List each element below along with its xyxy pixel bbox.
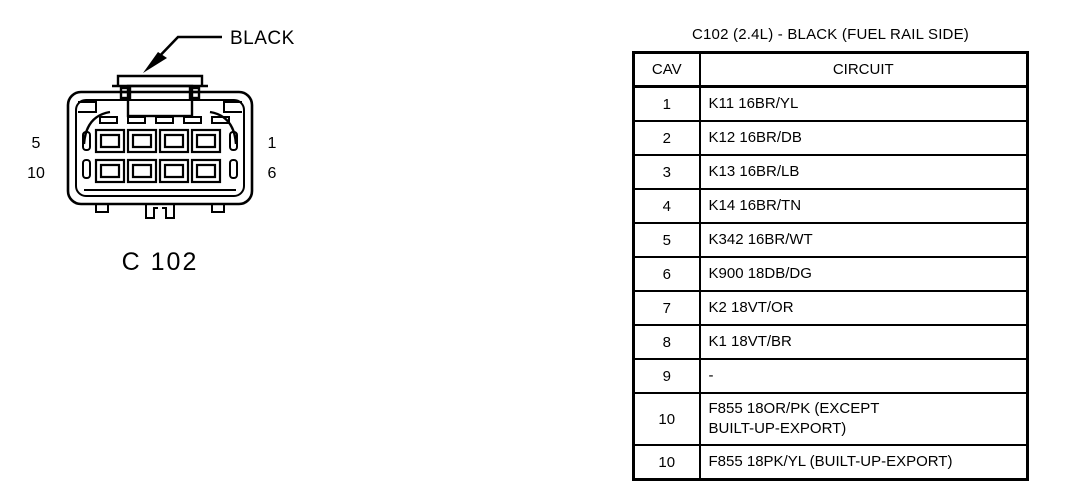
table-row: 2 K12 16BR/DB — [632, 120, 1029, 156]
table-row: 3 K13 16BR/LB — [632, 154, 1029, 190]
cell-circuit: F855 18OR/PK (EXCEPT BUILT-UP-EXPORT) — [698, 392, 1029, 446]
table-row: 10 F855 18OR/PK (EXCEPT BUILT-UP-EXPORT) — [632, 392, 1029, 446]
column-header-cav: CAV — [632, 51, 701, 88]
cavity-row-top — [94, 128, 222, 154]
cell-cav: 6 — [632, 256, 701, 292]
table-row: 4 K14 16BR/TN — [632, 188, 1029, 224]
cavity — [126, 158, 158, 184]
connector-outer-shell — [66, 90, 254, 206]
pin-label-bottom-left: 10 — [27, 165, 45, 182]
table-row: 7 K2 18VT/OR — [632, 290, 1029, 326]
cell-cav: 8 — [632, 324, 701, 360]
cell-cav: 2 — [632, 120, 701, 156]
cell-cav: 10 — [632, 392, 701, 446]
cell-circuit: K11 16BR/YL — [698, 85, 1029, 122]
connector-side-rails — [82, 131, 238, 179]
connector-vent-slots — [99, 116, 230, 124]
table-row: 5 K342 16BR/WT — [632, 222, 1029, 258]
cavity — [190, 128, 222, 154]
pin-label-top-right: 1 — [268, 135, 277, 152]
cavity — [94, 158, 126, 184]
cell-cav: 1 — [632, 85, 701, 122]
table-row: 6 K900 18DB/DG — [632, 256, 1029, 292]
cell-cav: 4 — [632, 188, 701, 224]
connector-base-tabs — [95, 204, 225, 219]
connector-inner-wall — [75, 99, 245, 197]
cavity — [190, 158, 222, 184]
pin-label-bottom-right: 6 — [268, 165, 277, 182]
cell-circuit: F855 18PK/YL (BUILT-UP-EXPORT) — [698, 444, 1029, 481]
table-title: C102 (2.4L) - BLACK (FUEL RAIL SIDE) — [691, 26, 969, 43]
cell-circuit: K13 16BR/LB — [698, 154, 1029, 190]
cell-cav: 3 — [632, 154, 701, 190]
cell-circuit-line-1: F855 18OR/PK (EXCEPT — [708, 400, 880, 418]
cavity — [126, 128, 158, 154]
table-row: 8 K1 18VT/BR — [632, 324, 1029, 360]
table-row: 10 F855 18PK/YL (BUILT-UP-EXPORT) — [632, 444, 1029, 481]
cell-circuit: - — [698, 358, 1029, 394]
black-callout-label: BLACK — [230, 28, 295, 49]
connector-caption: C 102 — [122, 248, 199, 276]
cell-circuit: K2 18VT/OR — [698, 290, 1029, 326]
connector-corner-notches — [78, 101, 242, 113]
cavity — [158, 128, 190, 154]
cell-cav: 9 — [632, 358, 701, 394]
column-header-circuit: CIRCUIT — [698, 51, 1029, 88]
pinout-panel: C102 (2.4L) - BLACK (FUEL RAIL SIDE) CAV… — [632, 26, 1029, 481]
cell-circuit: K342 16BR/WT — [698, 222, 1029, 258]
pinout-table: CAV CIRCUIT 1 K11 16BR/YL 2 K12 16BR/DB … — [632, 51, 1029, 481]
table-header-row: CAV CIRCUIT — [632, 51, 1029, 88]
cell-circuit-line-2: BUILT-UP-EXPORT) — [708, 420, 847, 437]
cell-circuit: K14 16BR/TN — [698, 188, 1029, 224]
cavity — [158, 158, 190, 184]
table-row: 9 - — [632, 358, 1029, 394]
cell-cav: 5 — [632, 222, 701, 258]
black-callout-leader — [143, 35, 222, 73]
cell-circuit: K12 16BR/DB — [698, 120, 1029, 156]
cell-circuit: K900 18DB/DG — [698, 256, 1029, 292]
cell-cav: 10 — [632, 444, 701, 481]
cell-cav: 7 — [632, 290, 701, 326]
connector-figure: BLACK — [27, 28, 295, 276]
connector-latch — [112, 74, 208, 118]
connector-drawing: BLACK — [27, 28, 295, 276]
cavity-row-bottom — [94, 158, 222, 184]
cavity — [94, 128, 126, 154]
cell-circuit: K1 18VT/BR — [698, 324, 1029, 360]
table-row: 1 K11 16BR/YL — [632, 85, 1029, 122]
pin-label-top-left: 5 — [32, 135, 41, 152]
